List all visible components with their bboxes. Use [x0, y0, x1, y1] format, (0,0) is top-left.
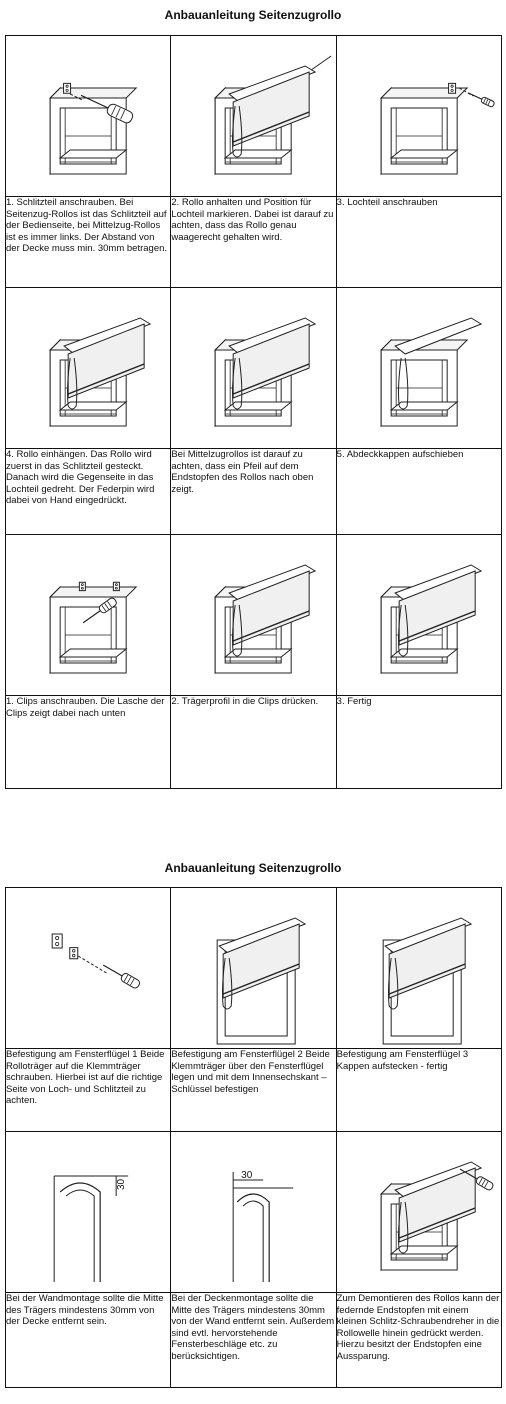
- illustration-wall-mount: 30: [4, 1131, 172, 1293]
- step-text: Bei der Deckenmontage sollte die Mitte d…: [170, 1292, 337, 1388]
- window-blind-icon: [171, 288, 335, 448]
- ceiling-mount-dimension-icon: 30: [171, 1170, 335, 1292]
- illustration-sash-3: [335, 887, 503, 1049]
- step-text: 3. Lochteil anschrauben: [335, 196, 503, 288]
- instruction-grid-1: 1. Schlitzteil anschrauben. Bei Seitenzu…: [4, 35, 503, 789]
- window-blind-icon: [171, 535, 335, 695]
- step-text: Zum Demontieren des Rollos kann der fede…: [335, 1292, 503, 1388]
- page-title: Anbauanleitung Seitenzugrollo: [164, 8, 342, 22]
- step-text: 3. Fertig: [335, 695, 503, 789]
- illustration-step-7: [4, 534, 172, 696]
- window-blind-rolled-icon: [337, 288, 501, 448]
- window-blind-icon: [171, 36, 335, 196]
- dimension-label: 30: [116, 1178, 127, 1190]
- illustration-step-1: [4, 35, 172, 197]
- illustration-step-9: [335, 534, 503, 696]
- illustration-step-5: [170, 287, 337, 449]
- illustration-ceiling-mount: 30: [170, 1131, 337, 1293]
- window-screw-icon: [6, 581, 170, 695]
- step-text: 5. Abdeckkappen aufschieben: [335, 448, 503, 535]
- window-screw-icon: [6, 83, 170, 196]
- illustration-dismount: [335, 1131, 503, 1293]
- dimension-label: 30: [241, 1170, 253, 1181]
- step-text: 2. Rollo anhalten und Position für Locht…: [170, 196, 337, 288]
- step-text: Bei Mittelzugrollos ist darauf zu achten…: [170, 448, 337, 535]
- window-screw-icon: [337, 83, 495, 196]
- window-blind-icon: [337, 535, 501, 695]
- illustration-step-6: [335, 287, 503, 449]
- illustration-sash-1: [4, 887, 172, 1049]
- illustration-step-3: [335, 35, 503, 197]
- illustration-step-2: [170, 35, 337, 197]
- wall-mount-dimension-icon: 30: [6, 1132, 170, 1292]
- instruction-grid-2: Befestigung am Fensterflügel 1 Beide Rol…: [4, 887, 503, 1388]
- step-text: Bei der Wandmontage sollte die Mitte des…: [4, 1292, 172, 1388]
- window-blind-icon: [6, 288, 170, 448]
- window-sash-blind-icon: [337, 888, 501, 1048]
- step-text: Befestigung am Fensterflügel 3 Kappen au…: [335, 1048, 503, 1132]
- window-sash-blind-icon: [171, 888, 335, 1048]
- illustration-sash-2: [170, 887, 337, 1049]
- illustration-step-8: [170, 534, 337, 696]
- illustration-step-4: [4, 287, 172, 449]
- page-title: Anbauanleitung Seitenzugrollo: [164, 861, 342, 875]
- step-text: 1. Clips anschrauben. Die Lasche der Cli…: [4, 695, 172, 789]
- step-text: 2. Trägerprofil in die Clips drücken.: [170, 695, 337, 789]
- step-text: Befestigung am Fensterflügel 1 Beide Rol…: [4, 1048, 172, 1132]
- step-text: Befestigung am Fensterflügel 2 Beide Kle…: [170, 1048, 337, 1132]
- step-text: 4. Rollo einhängen. Das Rollo wird zuers…: [4, 448, 172, 535]
- window-screw-icon: [337, 1132, 495, 1292]
- step-text: 1. Schlitzteil anschrauben. Bei Seitenzu…: [4, 196, 172, 288]
- clamp-bracket-icon: [51, 933, 142, 990]
